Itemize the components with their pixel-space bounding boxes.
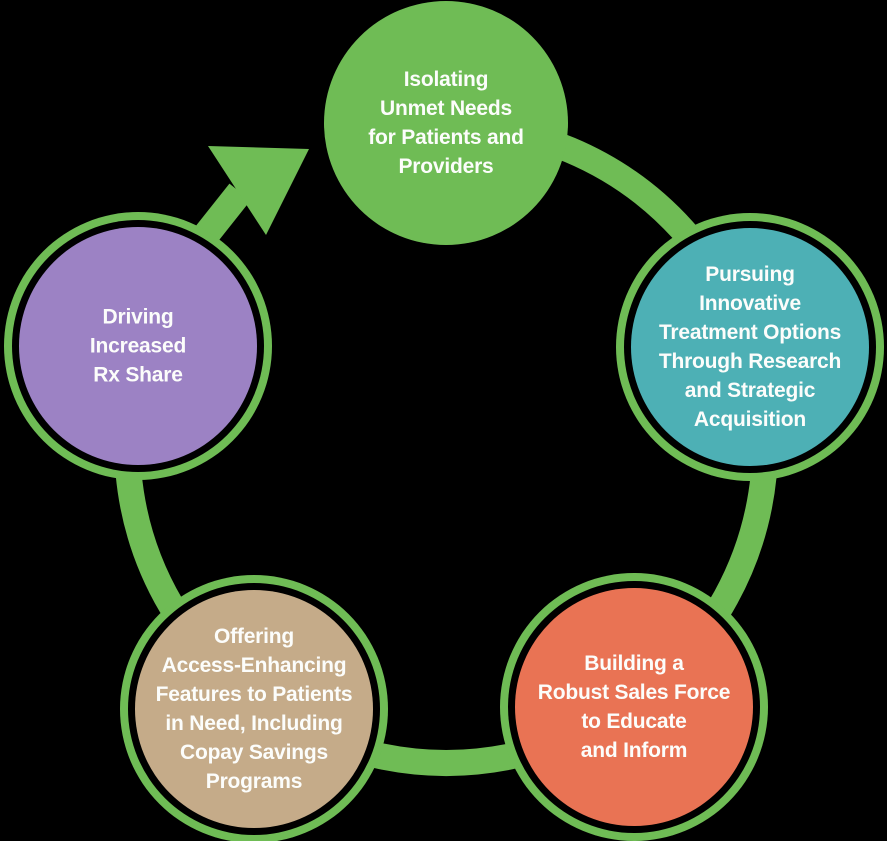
node-fill bbox=[515, 588, 753, 826]
node-building-robust-sales-force bbox=[500, 573, 768, 841]
node-driving-increased-rx-share bbox=[4, 212, 272, 480]
node-circle-isolating-unmet-needs bbox=[324, 1, 568, 245]
node-fill bbox=[135, 590, 373, 828]
node-offering-access-enhancing-features bbox=[120, 575, 388, 841]
node-fill bbox=[631, 228, 869, 466]
node-pursuing-innovative-treatment bbox=[616, 213, 884, 481]
node-fill bbox=[19, 227, 257, 465]
flow-arrow-head-icon bbox=[208, 146, 309, 235]
